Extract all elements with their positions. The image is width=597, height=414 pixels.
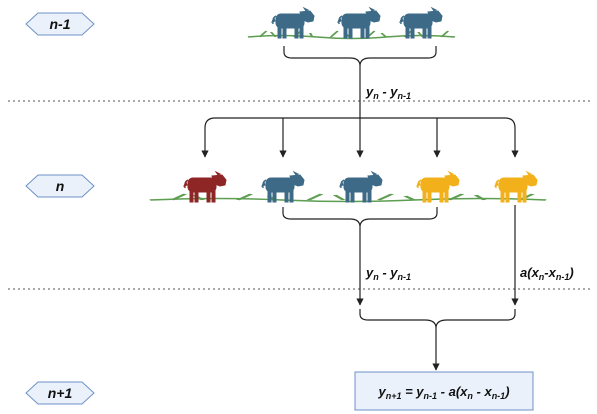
generation-marker-prev: n-1	[25, 12, 95, 36]
cow-red-icon	[183, 171, 227, 203]
cow-blue-icon	[339, 171, 383, 203]
formula-text: yn+1 = yn-1 - a(xn - xn-1)	[377, 384, 509, 401]
brace-bottom	[359, 309, 516, 329]
label-survival-top: yn - yn-1	[365, 84, 411, 101]
cow-blue-icon	[261, 171, 305, 203]
label-offspring-term: a(xn-xn-1)	[520, 265, 574, 282]
cow-blue-icon	[399, 7, 443, 39]
brace-middle	[282, 207, 438, 228]
cow-blue-icon	[337, 7, 381, 39]
generation-marker-curr: n	[25, 174, 95, 198]
generation-marker-next: n+1	[25, 381, 95, 405]
generation-label-prev: n-1	[50, 16, 71, 32]
herd-prev	[246, 7, 457, 41]
label-survival-middle: yn - yn-1	[365, 265, 411, 282]
cow-yellow-icon	[494, 171, 538, 203]
herd-curr	[150, 171, 546, 203]
generation-label-next: n+1	[48, 385, 73, 401]
generation-label-curr: n	[56, 178, 65, 194]
cow-blue-icon	[271, 7, 315, 39]
brace-top	[283, 46, 437, 67]
formula-box: yn+1 = yn-1 - a(xn - xn-1)	[354, 371, 534, 411]
